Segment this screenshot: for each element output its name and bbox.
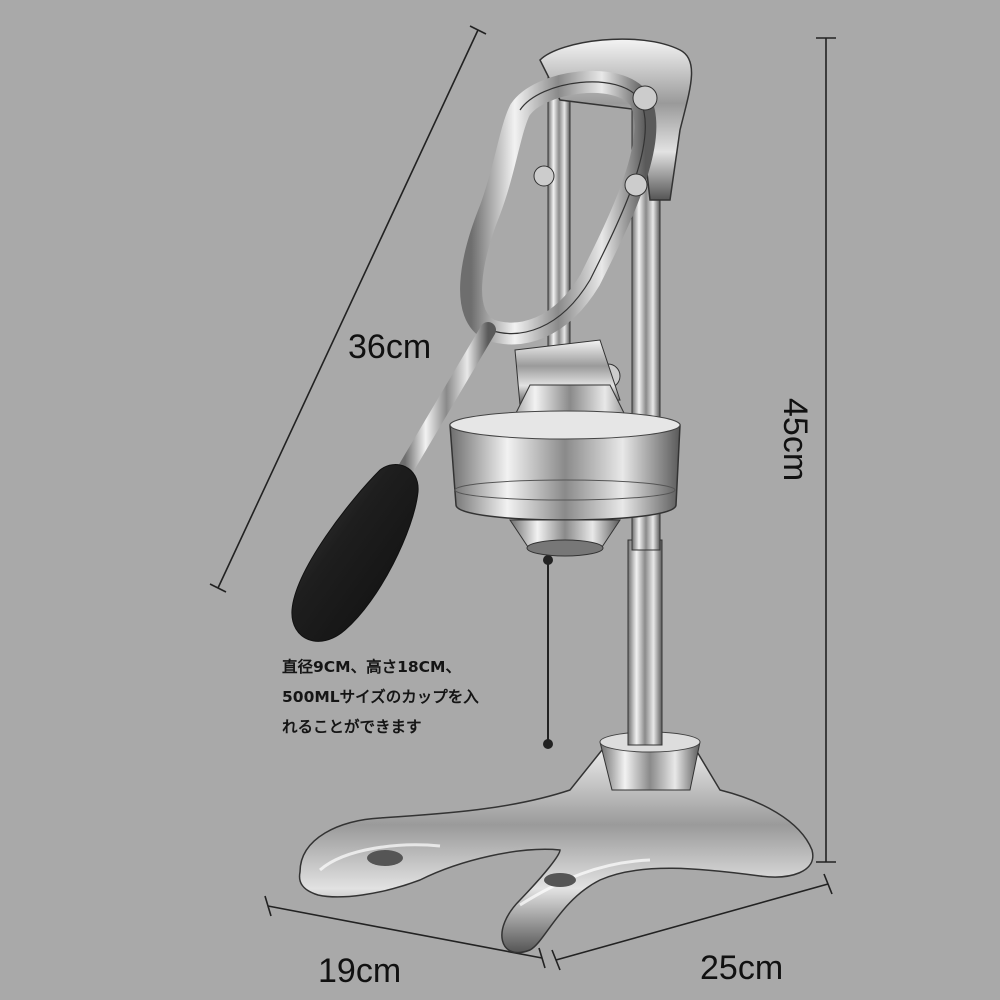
juicer-handle-rod	[397, 322, 496, 478]
cup-size-note: 直径9CM、高さ18CM、 500MLサイズのカップを入 れることができます	[282, 652, 572, 742]
base-depth-label: 19cm	[318, 952, 402, 990]
juicer-base	[298, 731, 814, 954]
guide-diagonal	[217, 29, 479, 589]
juicer-column	[627, 539, 663, 746]
cup-note-line-2: 500MLサイズのカップを入	[282, 688, 479, 706]
juicer-handle-grip	[291, 464, 419, 642]
height-label: 45cm	[776, 398, 814, 482]
handle-length-label: 36cm	[348, 328, 432, 366]
cup-note-line-1: 直径9CM、高さ18CM、	[282, 658, 461, 676]
cup-pointer-dot-top	[543, 555, 553, 565]
dimension-guides	[209, 25, 836, 971]
base-width-label: 25cm	[700, 949, 784, 987]
cup-pointer-dot-bottom	[543, 739, 553, 749]
guide-base-right	[555, 883, 829, 961]
cup-note-line-3: れることができます	[282, 718, 422, 736]
guide-base-left	[267, 905, 543, 959]
